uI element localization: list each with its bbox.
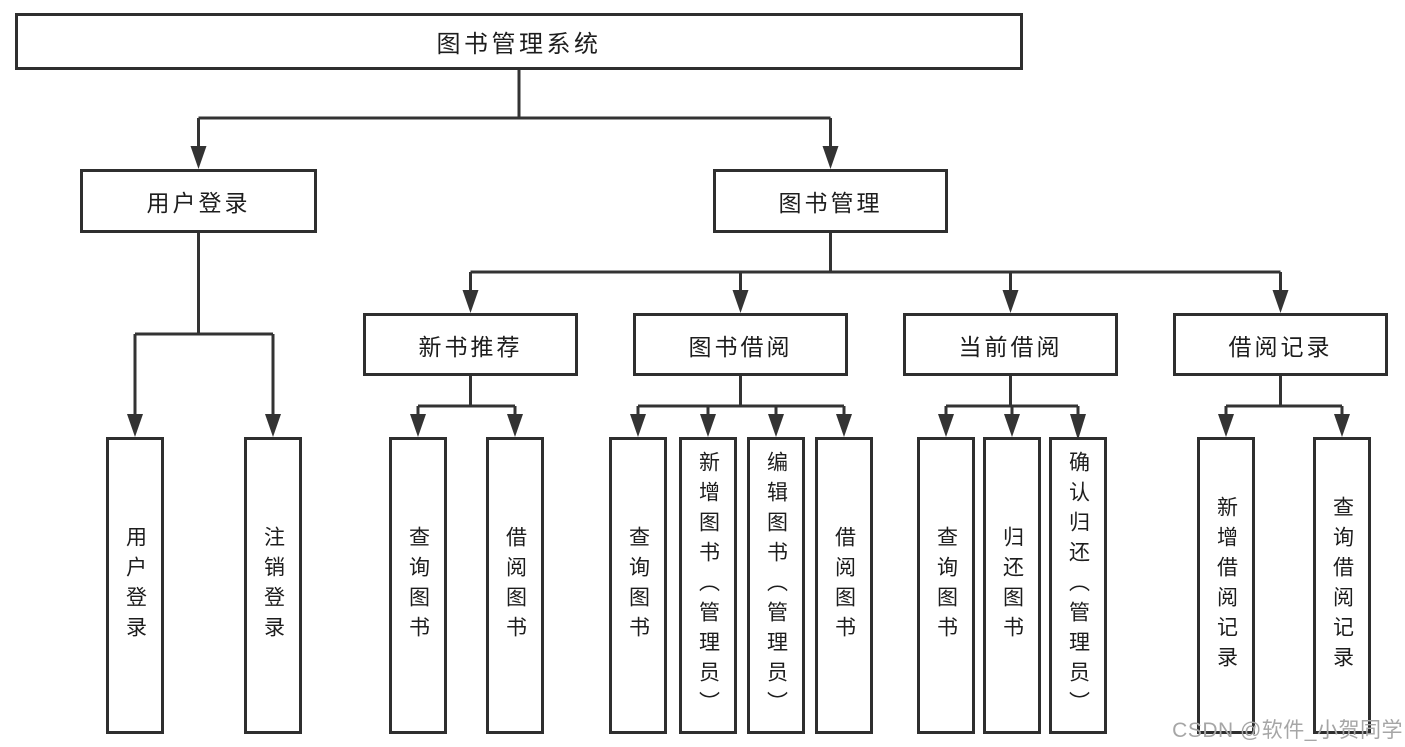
node-leaf-search-books: 查询图书 — [917, 437, 975, 734]
node-leaf-borrow-books: 借阅图书 — [815, 437, 873, 734]
arrowhead — [127, 414, 143, 437]
node-leaf-add-books-admin: 新增图书（管理员） — [679, 437, 737, 734]
arrowhead — [836, 414, 852, 437]
arrowhead — [700, 414, 716, 437]
arrowhead — [265, 414, 281, 437]
node-current-borrowing: 当前借阅 — [903, 313, 1118, 376]
node-library-management-system: 图书管理系统 — [15, 13, 1023, 70]
arrowhead — [1272, 290, 1289, 313]
csdn-watermark: CSDN @软件_小贺同学 — [1172, 719, 1403, 742]
node-leaf-search-books: 查询图书 — [389, 437, 447, 734]
arrowhead — [630, 414, 646, 437]
node-book-borrowing: 图书借阅 — [633, 313, 848, 376]
node-borrowing-records: 借阅记录 — [1173, 313, 1388, 376]
arrowhead — [1070, 414, 1086, 440]
arrowhead — [1218, 414, 1234, 437]
arrowhead — [768, 414, 784, 437]
arrowhead — [507, 414, 523, 437]
node-user-login: 用户登录 — [80, 169, 317, 233]
node-leaf-search-borrow-record: 查询借阅记录 — [1313, 437, 1371, 734]
arrowhead — [1334, 414, 1350, 437]
arrowhead — [410, 414, 426, 437]
node-book-management: 图书管理 — [713, 169, 948, 233]
arrowhead — [462, 290, 479, 313]
arrowhead — [732, 290, 749, 313]
arrowhead — [938, 414, 954, 437]
node-leaf-return-books: 归还图书 — [983, 437, 1041, 734]
node-leaf-confirm-return-admin: 确认归还（管理员） — [1049, 437, 1107, 734]
node-leaf-edit-books-admin: 编辑图书（管理员） — [747, 437, 805, 734]
node-new-book-recommend: 新书推荐 — [363, 313, 578, 376]
arrowhead — [190, 146, 207, 169]
arrowhead — [1004, 414, 1020, 437]
node-leaf-logout: 注销登录 — [244, 437, 302, 734]
arrowhead — [822, 146, 839, 169]
node-leaf-search-books: 查询图书 — [609, 437, 667, 734]
node-leaf-borrow-books: 借阅图书 — [486, 437, 544, 734]
node-leaf-add-borrow-record: 新增借阅记录 — [1197, 437, 1255, 734]
arrowhead — [1002, 290, 1019, 313]
node-leaf-user-login: 用户登录 — [106, 437, 164, 734]
